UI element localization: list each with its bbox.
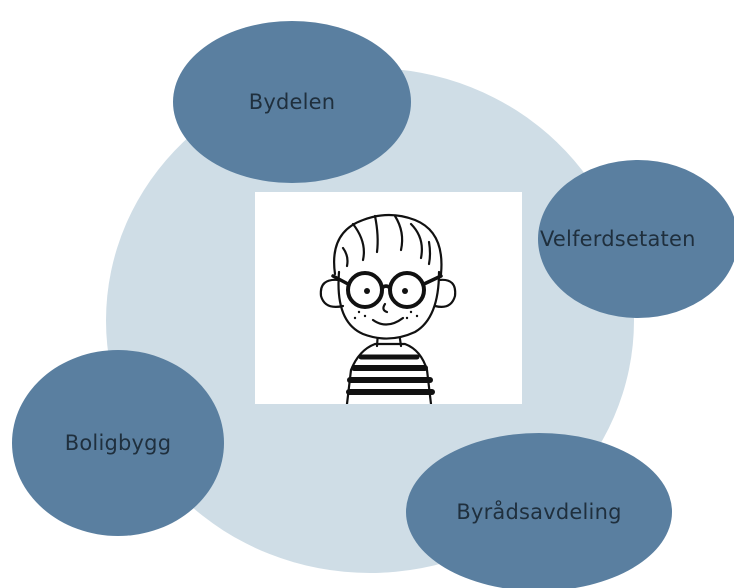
boy-with-glasses-icon [319,213,457,404]
center-image [255,192,522,404]
node-byradsavdeling-label: Byrådsavdeling [456,500,622,524]
node-boligbygg-label: Boligbygg [64,431,172,455]
node-velferdsetaten-label: Velferdsetaten [540,227,696,251]
node-boligbygg: Boligbygg [12,350,224,536]
node-bydelen-label: Bydelen [248,90,336,114]
node-bydelen: Bydelen [173,21,411,183]
node-byradsavdeling: Byrådsavdeling [406,433,672,588]
node-velferdsetaten: Velferdsetaten [538,160,734,318]
